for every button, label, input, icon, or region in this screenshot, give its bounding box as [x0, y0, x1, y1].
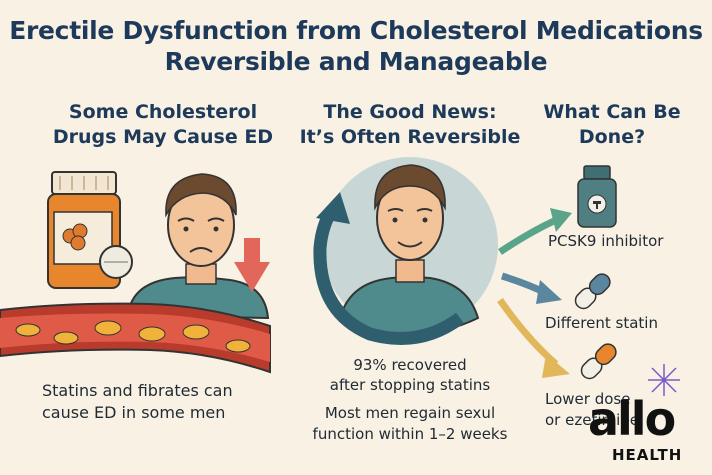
option-different-statin-label: Different statin — [545, 314, 658, 332]
recovery-stat: 93% recovered after stopping statins — [295, 355, 525, 395]
cause-heading: Some Cholesterol Drugs May Cause ED — [38, 100, 288, 150]
recovery-stat-line2: after stopping statins — [329, 376, 491, 394]
pill-icon — [99, 245, 133, 279]
page-title-line2: Reversible and Manageable — [164, 47, 548, 76]
cycle-arrow-icon — [313, 192, 464, 345]
recovery-time-line1: Most men regain sexul — [324, 404, 496, 422]
option-lower-dose-line2: or ezetimibe — [545, 411, 640, 429]
cause-heading-line1: Some Cholesterol — [68, 101, 258, 123]
blue-capsule-icon — [574, 273, 611, 310]
recovery-time-line2: function within 1–2 weeks — [312, 425, 508, 443]
cause-caption-line2: cause ED in some men — [42, 403, 226, 422]
page-title-line1: Erectile Dysfunction from Cholesterol Me… — [9, 16, 703, 45]
recovery-time: Most men regain sexul function within 1–… — [295, 403, 525, 445]
cause-heading-line2: Drugs May Cause ED — [52, 126, 274, 148]
logo-sparkle-icon — [648, 364, 680, 396]
good-news-heading-line2: It’s Often Reversible — [299, 126, 521, 148]
cause-caption: Statins and fibrates can cause ED in som… — [42, 380, 282, 424]
arrow-to-statin-icon — [500, 272, 562, 304]
options-heading-line2: Done? — [578, 126, 646, 148]
allo-logo-sub: HEALTH — [612, 446, 683, 464]
pcsk9-bottle-icon — [577, 165, 617, 228]
down-arrow-icon — [234, 238, 270, 292]
good-news-heading: The Good News: It’s Often Reversible — [290, 100, 530, 150]
recovery-stat-line1: 93% recovered — [353, 356, 467, 374]
orange-capsule-icon — [580, 343, 617, 380]
options-heading-line1: What Can Be — [543, 101, 681, 123]
allo-logo: allo — [588, 392, 676, 446]
good-news-heading-line1: The Good News: — [323, 101, 497, 123]
option-lower-dose-line1: Lower dose — [545, 390, 631, 408]
arrow-to-lower-dose-icon — [497, 297, 570, 378]
artery-icon — [0, 302, 271, 374]
option-pcsk9-label: PCSK9 inhibitor — [548, 232, 664, 250]
pill-bottle-icon — [47, 171, 121, 289]
happy-man-icon — [338, 164, 480, 336]
option-lower-dose-label: Lower dose or ezetimibe — [545, 389, 639, 431]
options-heading: What Can Be Done? — [522, 100, 702, 150]
cause-caption-line1: Statins and fibrates can — [42, 381, 233, 400]
arrow-to-pcsk9-icon — [498, 208, 572, 255]
